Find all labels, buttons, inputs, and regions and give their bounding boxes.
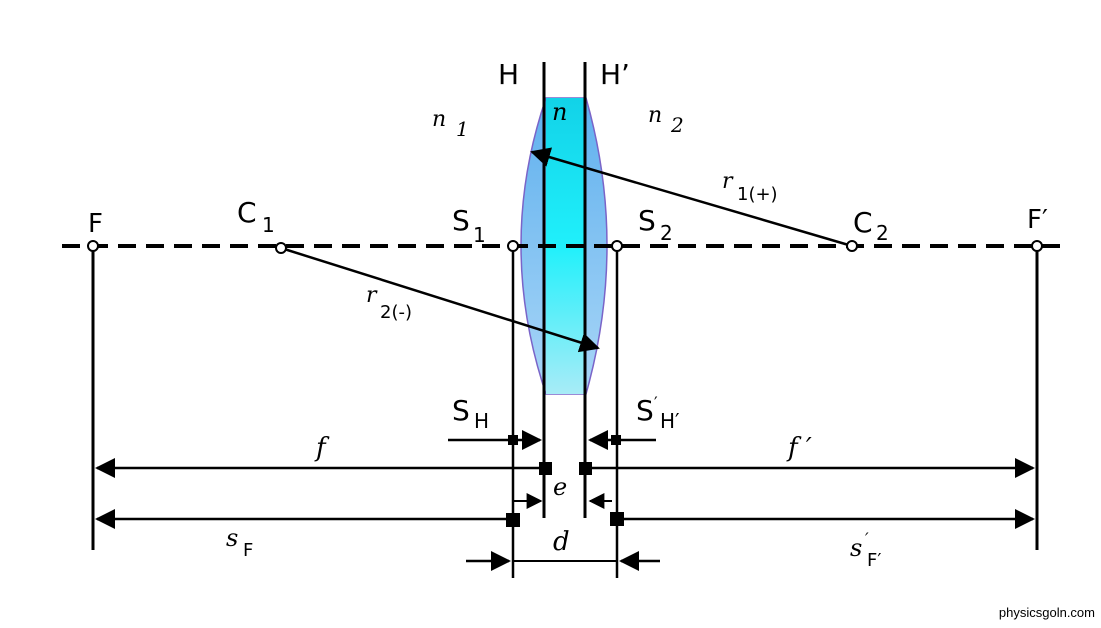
- label-C1: C: [237, 196, 257, 229]
- point-S2: [611, 240, 623, 252]
- label-F: F: [88, 209, 103, 239]
- point-F-prime: [1031, 240, 1043, 252]
- point-C2: [846, 240, 858, 252]
- label-H: H: [498, 58, 519, 91]
- label-r1: r: [722, 169, 734, 194]
- marker-S2: [610, 512, 624, 526]
- label-C1-sub: 1: [262, 213, 275, 237]
- label-f: f: [314, 433, 330, 463]
- marker-H-prime: [579, 462, 592, 475]
- label-sF-prime-mark: ′: [865, 529, 869, 548]
- label-sF-sub: F: [243, 540, 253, 561]
- point-S1: [507, 240, 519, 252]
- label-SH-prime-sub: H′: [660, 409, 680, 433]
- label-SH: S: [452, 394, 470, 427]
- label-C2: C: [853, 206, 873, 239]
- label-S2-sub: 2: [660, 221, 673, 245]
- label-f-prime: f ′: [786, 433, 812, 463]
- label-F-prime: F′: [1027, 205, 1048, 235]
- label-S1: S: [452, 204, 470, 237]
- radius-r2-line: [280, 246, 600, 353]
- label-SH-sub: H: [474, 409, 489, 433]
- label-H-prime: H’: [600, 58, 630, 91]
- marker-H: [539, 462, 552, 475]
- label-SH-prime-mark: ′: [654, 393, 658, 412]
- point-F: [87, 240, 99, 252]
- marker-SH-prime: [611, 435, 621, 445]
- label-n2: n: [648, 103, 662, 128]
- label-d: d: [553, 527, 570, 557]
- label-e: e: [553, 473, 567, 501]
- label-C2-sub: 2: [876, 221, 889, 245]
- label-S2: S: [638, 204, 656, 237]
- label-n: n: [552, 98, 567, 126]
- label-n1: n: [432, 107, 446, 132]
- label-r2-sub: 2(-): [380, 302, 412, 323]
- label-n2-sub: 2: [670, 113, 684, 137]
- label-SH-prime: S: [636, 394, 654, 427]
- label-sF: s: [226, 524, 238, 552]
- label-sF-prime-sub: F′: [867, 550, 881, 571]
- marker-SH: [508, 435, 518, 445]
- label-sF-prime: s: [850, 534, 862, 562]
- radius-r1-line: [530, 147, 853, 248]
- label-n1-sub: 1: [456, 117, 469, 141]
- label-r1-sub: 1(+): [737, 184, 778, 205]
- marker-S1: [506, 513, 520, 527]
- label-r2: r: [366, 283, 378, 308]
- site-credit: physicsgoln.com: [998, 605, 1095, 620]
- label-S1-sub: 1: [473, 223, 486, 247]
- point-C1: [275, 242, 287, 254]
